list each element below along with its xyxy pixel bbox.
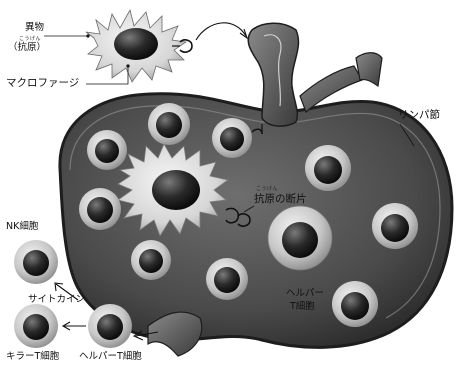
killer-t-cell bbox=[14, 304, 58, 348]
arrow-helper-to-killer-t bbox=[63, 322, 86, 330]
macrophage-top bbox=[86, 10, 192, 82]
lymphocyte bbox=[212, 118, 252, 158]
lymphocyte bbox=[332, 281, 378, 327]
label-helper-t-bottom: ヘルパーT細胞 bbox=[79, 351, 142, 362]
lymphocyte bbox=[305, 145, 351, 191]
helper-t-cell-inside bbox=[268, 206, 332, 270]
arrow-macrophage-to-node bbox=[196, 23, 247, 40]
label-antigen-fragment: 抗原の断片 bbox=[254, 194, 307, 205]
label-antigen-paren: （抗原） bbox=[8, 42, 46, 53]
lymphocyte bbox=[206, 258, 248, 300]
leader-antigen bbox=[44, 34, 90, 37]
label-nk-cell: NK細胞 bbox=[6, 221, 38, 232]
lymphocyte bbox=[131, 240, 171, 280]
helper-t-cell-outside bbox=[88, 304, 132, 348]
lymphocyte bbox=[148, 103, 190, 145]
label-helper-t-inside-1: ヘルパー bbox=[286, 288, 324, 299]
label-macrophage: マクロファージ bbox=[6, 78, 79, 89]
nk-cell bbox=[14, 240, 58, 284]
label-lymph-node: リンパ節 bbox=[398, 110, 440, 121]
lymphocyte bbox=[79, 188, 121, 230]
lymphocyte bbox=[372, 203, 418, 249]
lymphocyte bbox=[87, 130, 127, 170]
label-cytokine: サイトカイン bbox=[28, 294, 85, 305]
label-helper-t-inside-2: T細胞 bbox=[290, 301, 315, 312]
label-antigen: 異物 bbox=[25, 22, 44, 33]
label-antigen-fragment-ruby: こうげん bbox=[256, 187, 278, 192]
label-killer-t: キラーT細胞 bbox=[6, 351, 59, 362]
